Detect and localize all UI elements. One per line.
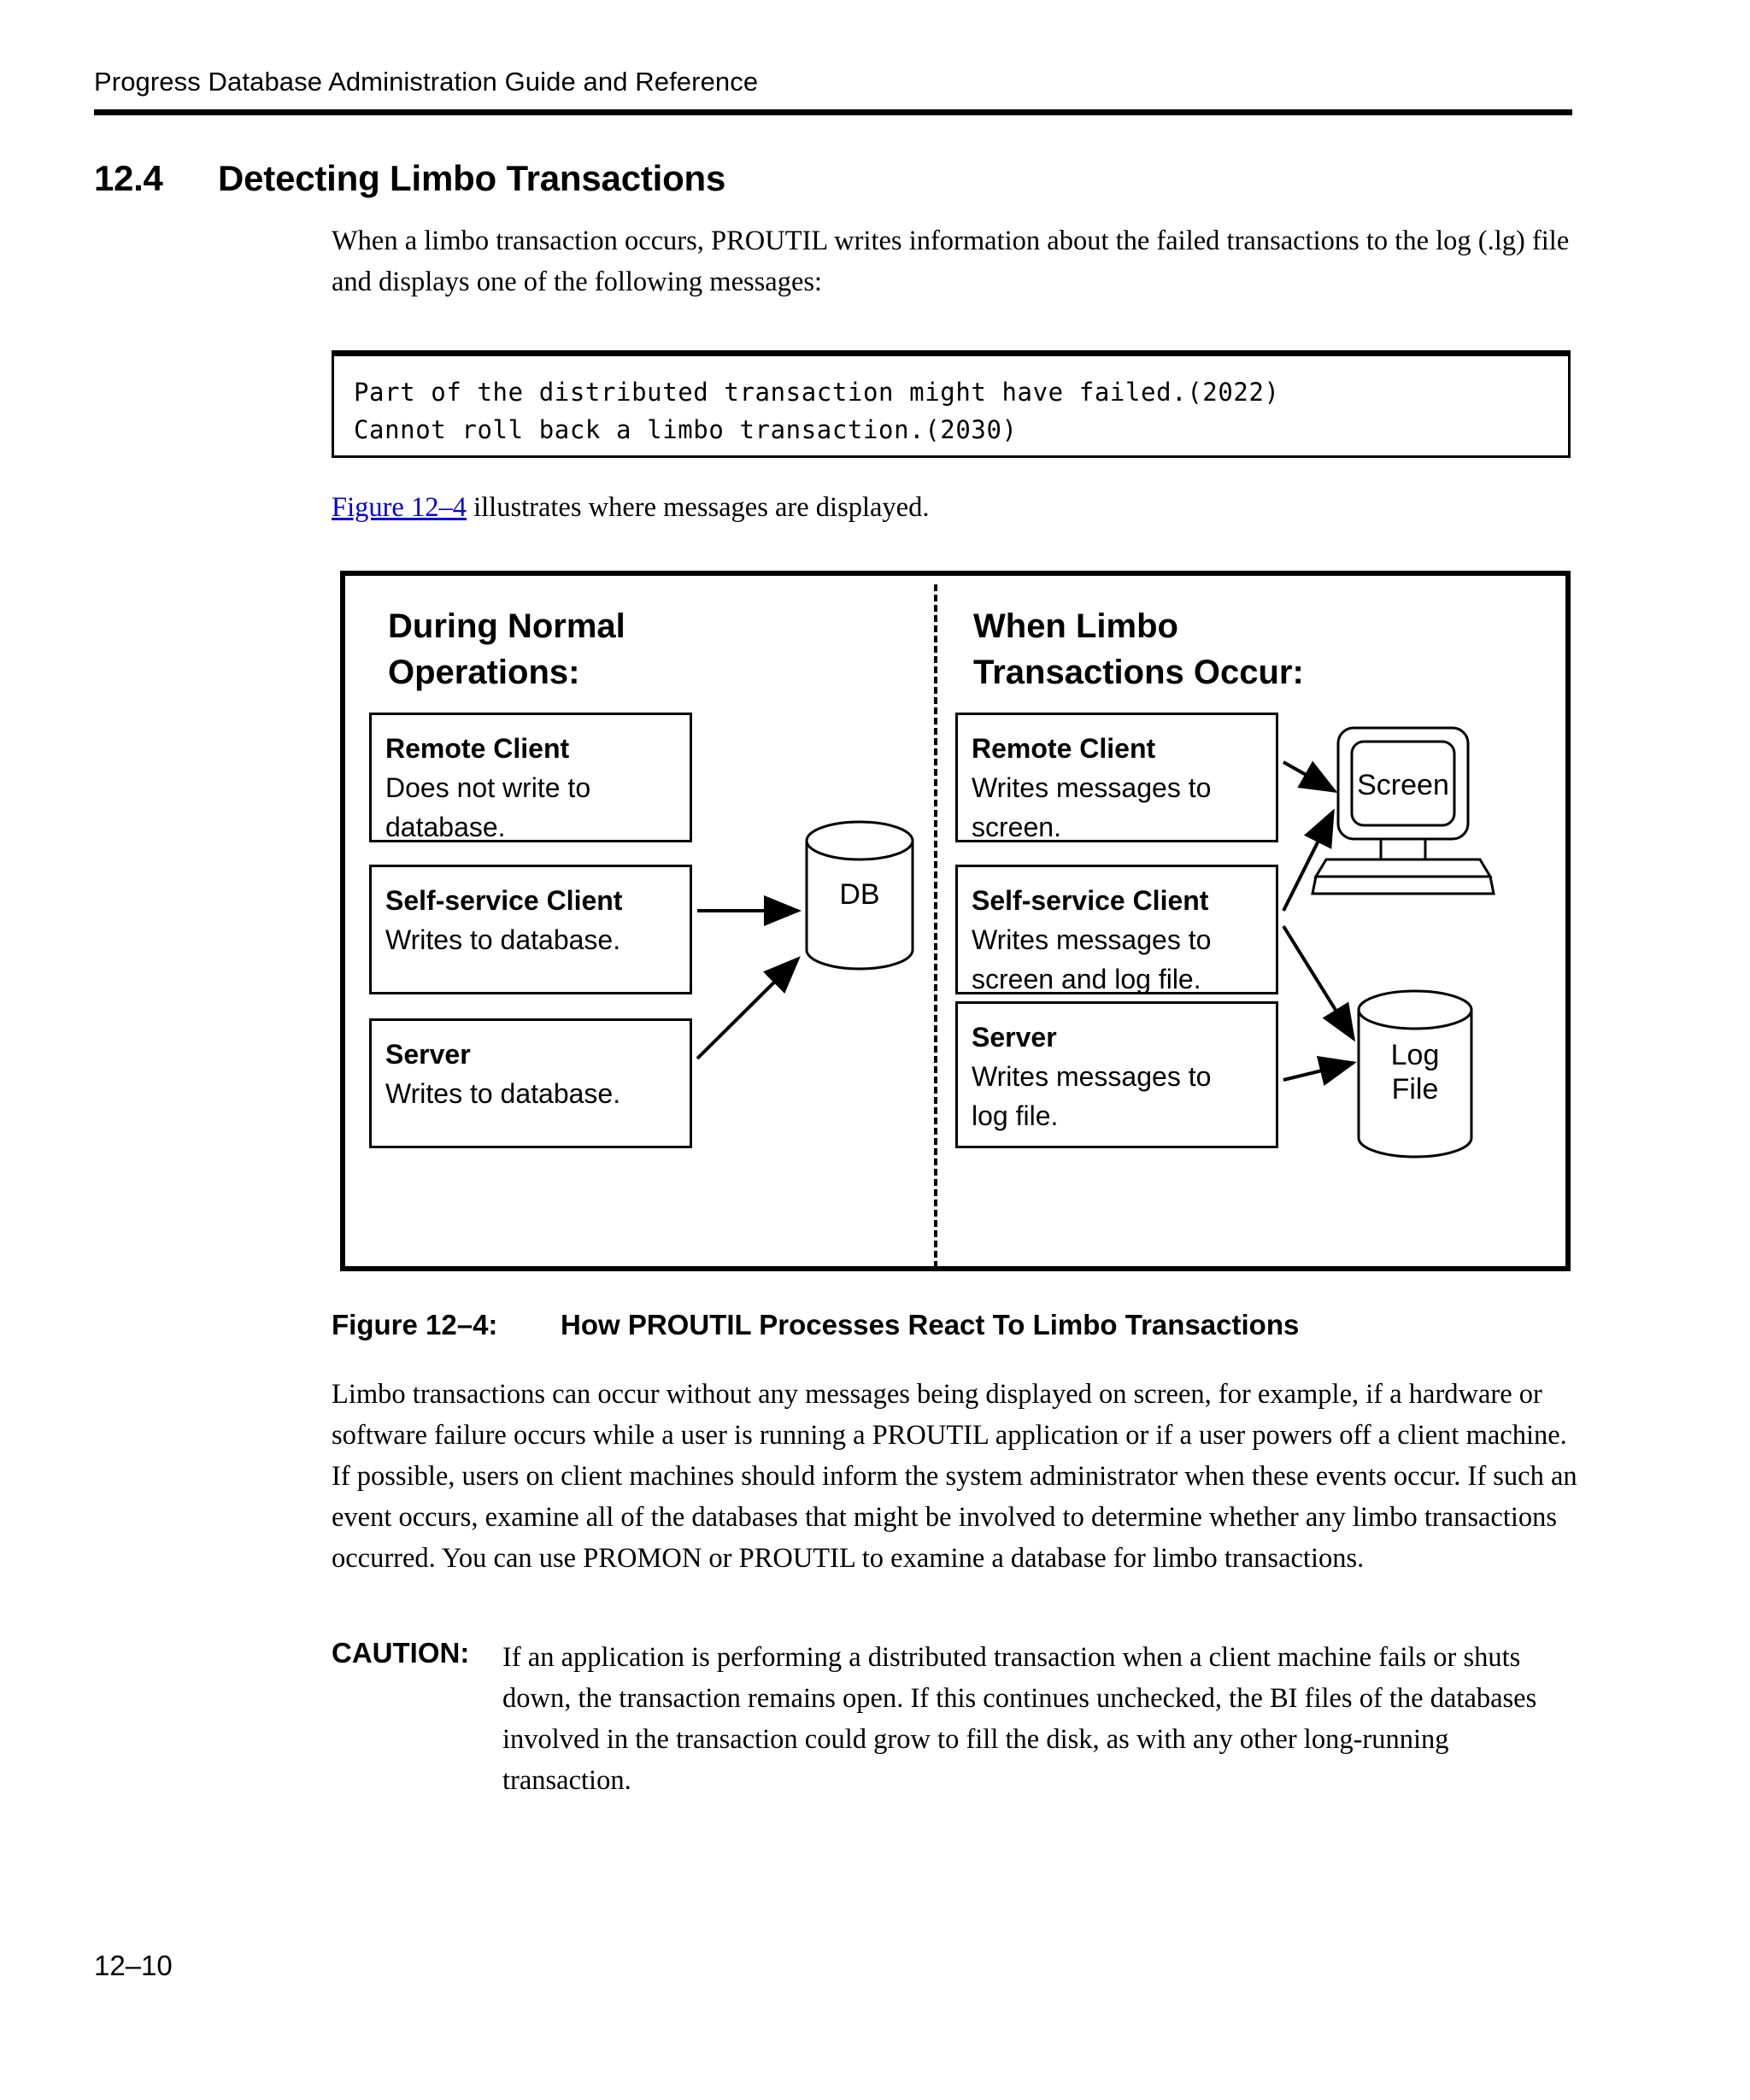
box-title: Server	[972, 1022, 1057, 1053]
database-label: DB	[839, 878, 879, 911]
figure-reference-link[interactable]: Figure 12–4	[332, 492, 467, 523]
caution-text: If an application is performing a distri…	[502, 1642, 1537, 1796]
box-title: Server	[385, 1039, 471, 1070]
box-title: Remote Client	[385, 733, 570, 764]
box-desc: Writes messages to screen and log file.	[972, 924, 1212, 994]
message-code-text: Part of the distributed transaction migh…	[354, 378, 1280, 444]
message-code-box: Part of the distributed transaction migh…	[332, 350, 1571, 458]
header-rule	[94, 109, 1572, 115]
left-column-title: During Normal Operations:	[388, 607, 625, 691]
box-title: Self-service Client	[972, 885, 1209, 916]
box-desc: Writes to database.	[385, 1078, 621, 1109]
log-file-label-line1: Log	[1391, 1039, 1440, 1071]
screen-monitor-icon	[1311, 726, 1495, 895]
log-file-label-line2: File	[1392, 1073, 1439, 1106]
box-title: Self-service Client	[385, 885, 623, 916]
right-box-remote-client: Remote Client Writes messages to screen.	[955, 713, 1278, 842]
right-box-self-service-client: Self-service Client Writes messages to s…	[955, 865, 1278, 994]
intro-paragraph: When a limbo transaction occurs, PROUTIL…	[332, 226, 1570, 297]
figure-reference-paragraph: Figure 12–4 illustrates where messages a…	[332, 487, 1571, 528]
arrow-selfservice-to-screen	[1282, 808, 1335, 912]
box-title: Remote Client	[972, 733, 1156, 764]
figure-reference-rest: illustrates where messages are displayed…	[466, 492, 930, 523]
page-number: 12–10	[94, 1950, 173, 1981]
arrow-server-to-db	[696, 956, 801, 1060]
figure-caption-title: How PROUTIL Processes React To Limbo Tra…	[561, 1309, 1300, 1340]
figure-column-divider	[934, 584, 937, 1268]
figure-caption: Figure 12–4: How PROUTIL Processes React …	[332, 1309, 1299, 1341]
after-figure-paragraph: Limbo transactions can occur without any…	[332, 1379, 1577, 1574]
log-file-cylinder-icon	[1357, 989, 1473, 1159]
left-box-self-service-client: Self-service Client Writes to database.	[369, 865, 692, 994]
left-box-server: Server Writes to database.	[369, 1018, 692, 1148]
section-number: 12.4	[94, 158, 163, 198]
arrow-selfservice-to-logfile	[1282, 924, 1356, 1042]
box-desc: Writes messages to screen.	[972, 772, 1212, 842]
figure-frame: During Normal Operations: When Limbo Tra…	[340, 571, 1571, 1271]
right-box-server: Server Writes messages to log file.	[955, 1001, 1278, 1148]
box-desc: Does not write to database.	[385, 772, 591, 842]
database-cylinder-icon	[805, 820, 914, 971]
right-column-title: When Limbo Transactions Occur:	[973, 607, 1304, 691]
screen-label: Screen	[1357, 769, 1449, 801]
caution-label: CAUTION:	[332, 1637, 470, 1669]
arrow-remote-client-to-screen	[1283, 760, 1338, 793]
box-desc: Writes to database.	[385, 924, 621, 955]
box-desc: Writes messages to log file.	[972, 1061, 1212, 1131]
left-box-remote-client: Remote Client Does not write to database…	[369, 713, 692, 842]
section-title: Detecting Limbo Transactions	[218, 158, 726, 198]
arrow-server-to-logfile	[1283, 1055, 1357, 1086]
figure-caption-number: Figure 12–4:	[332, 1309, 498, 1340]
running-header: Progress Database Administration Guide a…	[94, 67, 759, 97]
